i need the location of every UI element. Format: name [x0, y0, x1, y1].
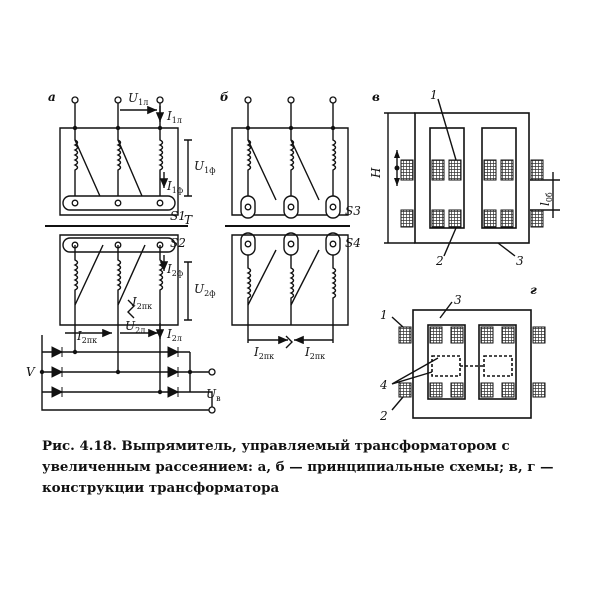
diode-1 — [51, 346, 64, 358]
label-i2f: I2ф — [166, 262, 183, 278]
diode-3 — [51, 386, 64, 398]
figure-caption: Рис. 4.18. Выпрямитель, управляемый тран… — [42, 436, 572, 499]
label-u2l: U2л — [125, 319, 145, 335]
label-v-3: 3 — [516, 254, 524, 268]
output-terminal-minus — [208, 406, 216, 414]
panel-a-schematic: а S1 T S2 — [26, 90, 221, 414]
diode-4 — [167, 346, 180, 358]
label-v-2: 2 — [435, 254, 444, 268]
secondary-coils-b — [246, 249, 337, 325]
terminal-a2 — [114, 96, 122, 104]
label-s4: S4 — [345, 236, 361, 250]
panel-label-b: б — [220, 90, 229, 104]
terminal-a3 — [156, 96, 164, 104]
secondary-frame-b — [231, 234, 349, 326]
caption-body: Выпрямитель, управляемый трансформатором… — [42, 438, 554, 496]
diode-6 — [167, 386, 180, 398]
primary-coils — [73, 128, 164, 204]
label-u1l: U1л — [128, 91, 148, 107]
secondary-coils — [73, 244, 164, 325]
label-i2l: I2л — [166, 327, 182, 343]
label-g-4: 4 — [379, 378, 388, 392]
output-terminal-plus — [208, 368, 216, 376]
label-h: H — [369, 167, 383, 179]
panel-b-schematic: б S3 S4 I2пк I2 — [220, 90, 361, 361]
label-g-3: 3 — [454, 293, 462, 307]
label-l06: l0б — [538, 192, 554, 206]
diode-2 — [51, 366, 64, 378]
label-u1f: U1ф — [194, 159, 215, 175]
caption-head: Рис. 4.18. — [42, 438, 117, 454]
shunt-g-right — [483, 355, 513, 377]
panel-g-construction: г 1 2 3 4 — [379, 283, 546, 423]
primary-frame-b — [231, 127, 349, 216]
panel-v-construction: в H l0б 1 2 3 — [369, 88, 560, 268]
primary-frame — [59, 127, 179, 216]
label-g-2: 2 — [379, 409, 388, 423]
coil-upper-1 — [431, 159, 445, 181]
label-i2pk-b2: I2пк — [304, 345, 325, 361]
label-i2pk-mid: I2пк — [131, 295, 152, 311]
label-uv: Uв — [206, 387, 221, 403]
terminal-a1 — [71, 96, 79, 104]
label-v: V — [26, 365, 36, 379]
label-t: T — [184, 213, 193, 227]
label-u2f: U2ф — [194, 282, 215, 298]
label-v-1: 1 — [430, 88, 438, 102]
panel-label-v: в — [372, 90, 380, 104]
label-i2pk-left: I2пк — [76, 329, 97, 345]
label-i1l: I1л — [166, 109, 182, 125]
label-s3: S3 — [345, 204, 361, 218]
label-s1: S1 — [170, 209, 186, 223]
label-g-1: 1 — [380, 308, 388, 322]
rectifier-bridge — [39, 325, 216, 414]
primary-coils-b — [246, 128, 337, 201]
label-i2pk-b1: I2пк — [253, 345, 274, 361]
label-i1f: I1ф — [166, 179, 183, 195]
coil-lower-1 — [431, 209, 445, 228]
diode-5 — [167, 366, 180, 378]
panel-label-g: г — [530, 283, 537, 297]
secondary-frame — [59, 234, 179, 326]
panel-label-a: а — [48, 90, 56, 104]
